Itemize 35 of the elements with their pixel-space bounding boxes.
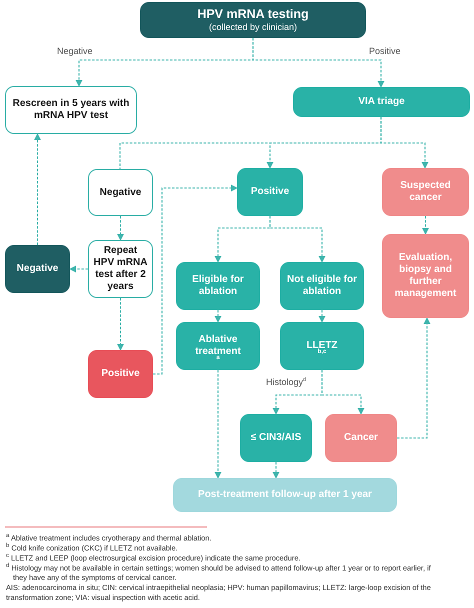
arrow bbox=[214, 370, 222, 479]
arrow bbox=[422, 216, 429, 235]
process-box: Repeat HPV mRNA test after 2 years bbox=[88, 240, 153, 298]
box-subtext: (collected by clinician) bbox=[208, 22, 298, 33]
edge-label: Negative bbox=[56, 46, 94, 56]
arrow bbox=[318, 310, 326, 323]
box-heading: HPV mRNA testing bbox=[197, 7, 309, 22]
result-box: Positive bbox=[237, 168, 303, 216]
arrow bbox=[214, 310, 222, 323]
arrow bbox=[69, 266, 88, 272]
result-box: Positive bbox=[88, 350, 153, 398]
result-box: Negative bbox=[5, 245, 70, 293]
result-box: Suspected cancer bbox=[382, 168, 469, 216]
arrow bbox=[117, 298, 124, 351]
result-box: Cancer bbox=[325, 414, 397, 462]
arrow bbox=[380, 117, 428, 169]
arrow bbox=[272, 462, 280, 479]
decision-box: Eligible for ablation bbox=[176, 262, 260, 310]
decision-box: Not eligible for ablation bbox=[280, 262, 364, 310]
outcome-box: Rescreen in 5 years with mRNA HPV test bbox=[5, 86, 137, 134]
edge-label: Positive bbox=[368, 46, 402, 56]
arrow bbox=[321, 370, 364, 415]
main-box bbox=[140, 2, 366, 38]
arrow bbox=[34, 133, 41, 245]
process-box: Evaluation, biopsy and further management bbox=[382, 234, 469, 318]
result-box: ≤ CIN3/AIS bbox=[240, 414, 312, 462]
result-box: Negative bbox=[88, 169, 153, 216]
arrow bbox=[397, 317, 430, 439]
process-box: VIA triage bbox=[293, 87, 470, 117]
arrow bbox=[269, 216, 326, 263]
arrow bbox=[117, 216, 124, 241]
arrow bbox=[252, 38, 384, 88]
follow-up-box: Post-treatment follow-up after 1 year bbox=[173, 478, 397, 512]
arrow bbox=[153, 184, 238, 375]
edge-label: Histology$^{d}$ bbox=[265, 377, 308, 387]
